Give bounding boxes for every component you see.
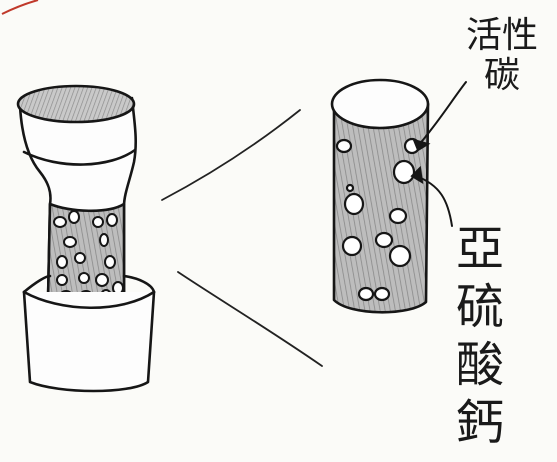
funnel-band — [22, 148, 137, 166]
label-activated-carbon-text: 活性碳 — [465, 15, 538, 96]
zoom-line-lower — [177, 271, 323, 367]
granules-magnified — [335, 137, 421, 302]
zoom-lines — [161, 109, 323, 367]
arrowhead-activated-carbon — [412, 138, 431, 152]
base-cup-rim — [22, 274, 156, 294]
label-calcium-sulfite-text: 亞硫酸鈣 — [455, 221, 504, 451]
arrow-activated-carbon — [417, 81, 467, 147]
base-cup — [22, 290, 156, 393]
cylinder-top — [330, 78, 430, 130]
filter-device — [16, 84, 156, 393]
callout-arrows — [410, 81, 467, 227]
arrowhead-calcium-sulfite — [410, 165, 424, 184]
magnified-column — [330, 78, 430, 314]
zoom-line-upper — [161, 109, 301, 201]
corner-scribble — [1, 0, 39, 15]
funnel-rim — [16, 84, 136, 124]
base-cup-lip — [22, 290, 156, 310]
